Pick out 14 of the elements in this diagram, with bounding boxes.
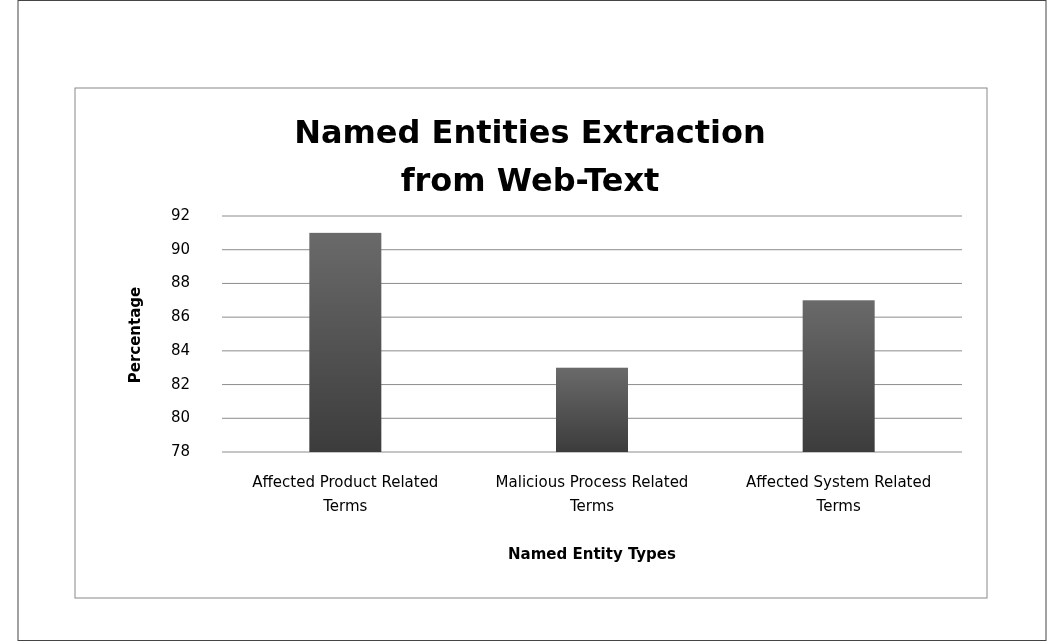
tick-label: 88: [169, 273, 190, 292]
tick-label: 78: [169, 442, 190, 460]
chart-title: Named Entities Extraction from Web-Text: [293, 112, 767, 201]
category-label: Malicious Process Related Terms: [494, 472, 690, 517]
category-label: Affected Product Related Terms: [251, 472, 440, 517]
tick-label: 90: [169, 239, 190, 258]
tick-label: 82: [169, 374, 190, 393]
tick-label: 86: [169, 307, 190, 326]
tick-label: 92: [169, 206, 190, 224]
tick-label: 84: [169, 340, 190, 359]
category-label: Affected System Related Terms: [745, 472, 933, 517]
tick-label: 80: [169, 408, 190, 427]
y-axis-label: Percentage: [126, 285, 144, 386]
x-axis-label: Named Entity Types: [507, 545, 677, 563]
